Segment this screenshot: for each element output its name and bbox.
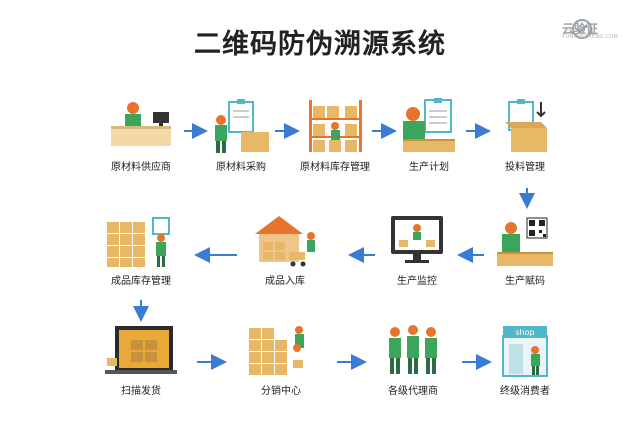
- step-label: 分销中心: [261, 386, 301, 397]
- step-label: 投料管理: [505, 162, 545, 173]
- planning-board-icon: [403, 98, 455, 152]
- step-label: 成品入库: [265, 276, 305, 287]
- house-cart-icon: [255, 216, 315, 267]
- purchase-worker-icon: [215, 99, 269, 153]
- step-distribution-center: 分销中心: [226, 322, 336, 414]
- truck-loading-icon: [105, 326, 177, 374]
- step-label: 生产监控: [397, 276, 437, 287]
- page-title: 二维码防伪溯源系统: [194, 29, 446, 60]
- shop-icon: shop: [502, 326, 548, 377]
- step-feeding-management: 投料管理: [470, 98, 580, 190]
- step-label: 原材料供应商: [111, 162, 171, 173]
- step-label: 成品库存管理: [111, 276, 171, 287]
- agents-group-icon: [389, 325, 437, 374]
- step-raw-material-supplier: 原材料供应商: [86, 98, 196, 190]
- step-raw-material-inventory: 原材料库存管理: [280, 98, 390, 190]
- cloud-verify-logo-icon: [572, 19, 592, 39]
- step-label: 生产赋码: [505, 276, 545, 287]
- step-label: 各级代理商: [388, 386, 438, 397]
- logo-name: 云验证: [562, 22, 599, 36]
- step-scan-and-ship: 扫描发货: [86, 322, 196, 414]
- step-label: 生产计划: [409, 162, 449, 173]
- step-end-consumer: shop 终级消费者: [470, 322, 580, 414]
- step-production-monitoring: 生产监控: [362, 212, 472, 304]
- logo-subtext: YUNYANZHENG.COM: [562, 34, 619, 40]
- monitor-screen-icon: [391, 216, 443, 263]
- step-label: 扫描发货: [121, 386, 161, 397]
- step-production-coding: 生产赋码: [470, 212, 580, 304]
- step-agents-at-all-levels: 各级代理商: [358, 322, 468, 414]
- distribution-boxes-icon: [249, 326, 304, 375]
- warehouse-shelf-icon: [309, 100, 362, 152]
- feeding-box-icon: [505, 99, 547, 152]
- supplier-desk-icon: [111, 102, 171, 146]
- step-label: 原材料采购: [216, 162, 266, 173]
- step-finished-goods-inbound: 成品入库: [230, 212, 340, 304]
- shop-sign: shop: [515, 328, 534, 337]
- inventory-stack-icon: [107, 217, 170, 267]
- qr-coding-icon: [497, 217, 553, 266]
- step-raw-material-purchase: 原材料采购: [186, 98, 296, 190]
- step-finished-goods-inventory: 成品库存管理: [86, 212, 196, 304]
- step-label: 原材料库存管理: [300, 162, 370, 173]
- step-production-plan: 生产计划: [374, 98, 484, 190]
- step-label: 终级消费者: [500, 386, 550, 397]
